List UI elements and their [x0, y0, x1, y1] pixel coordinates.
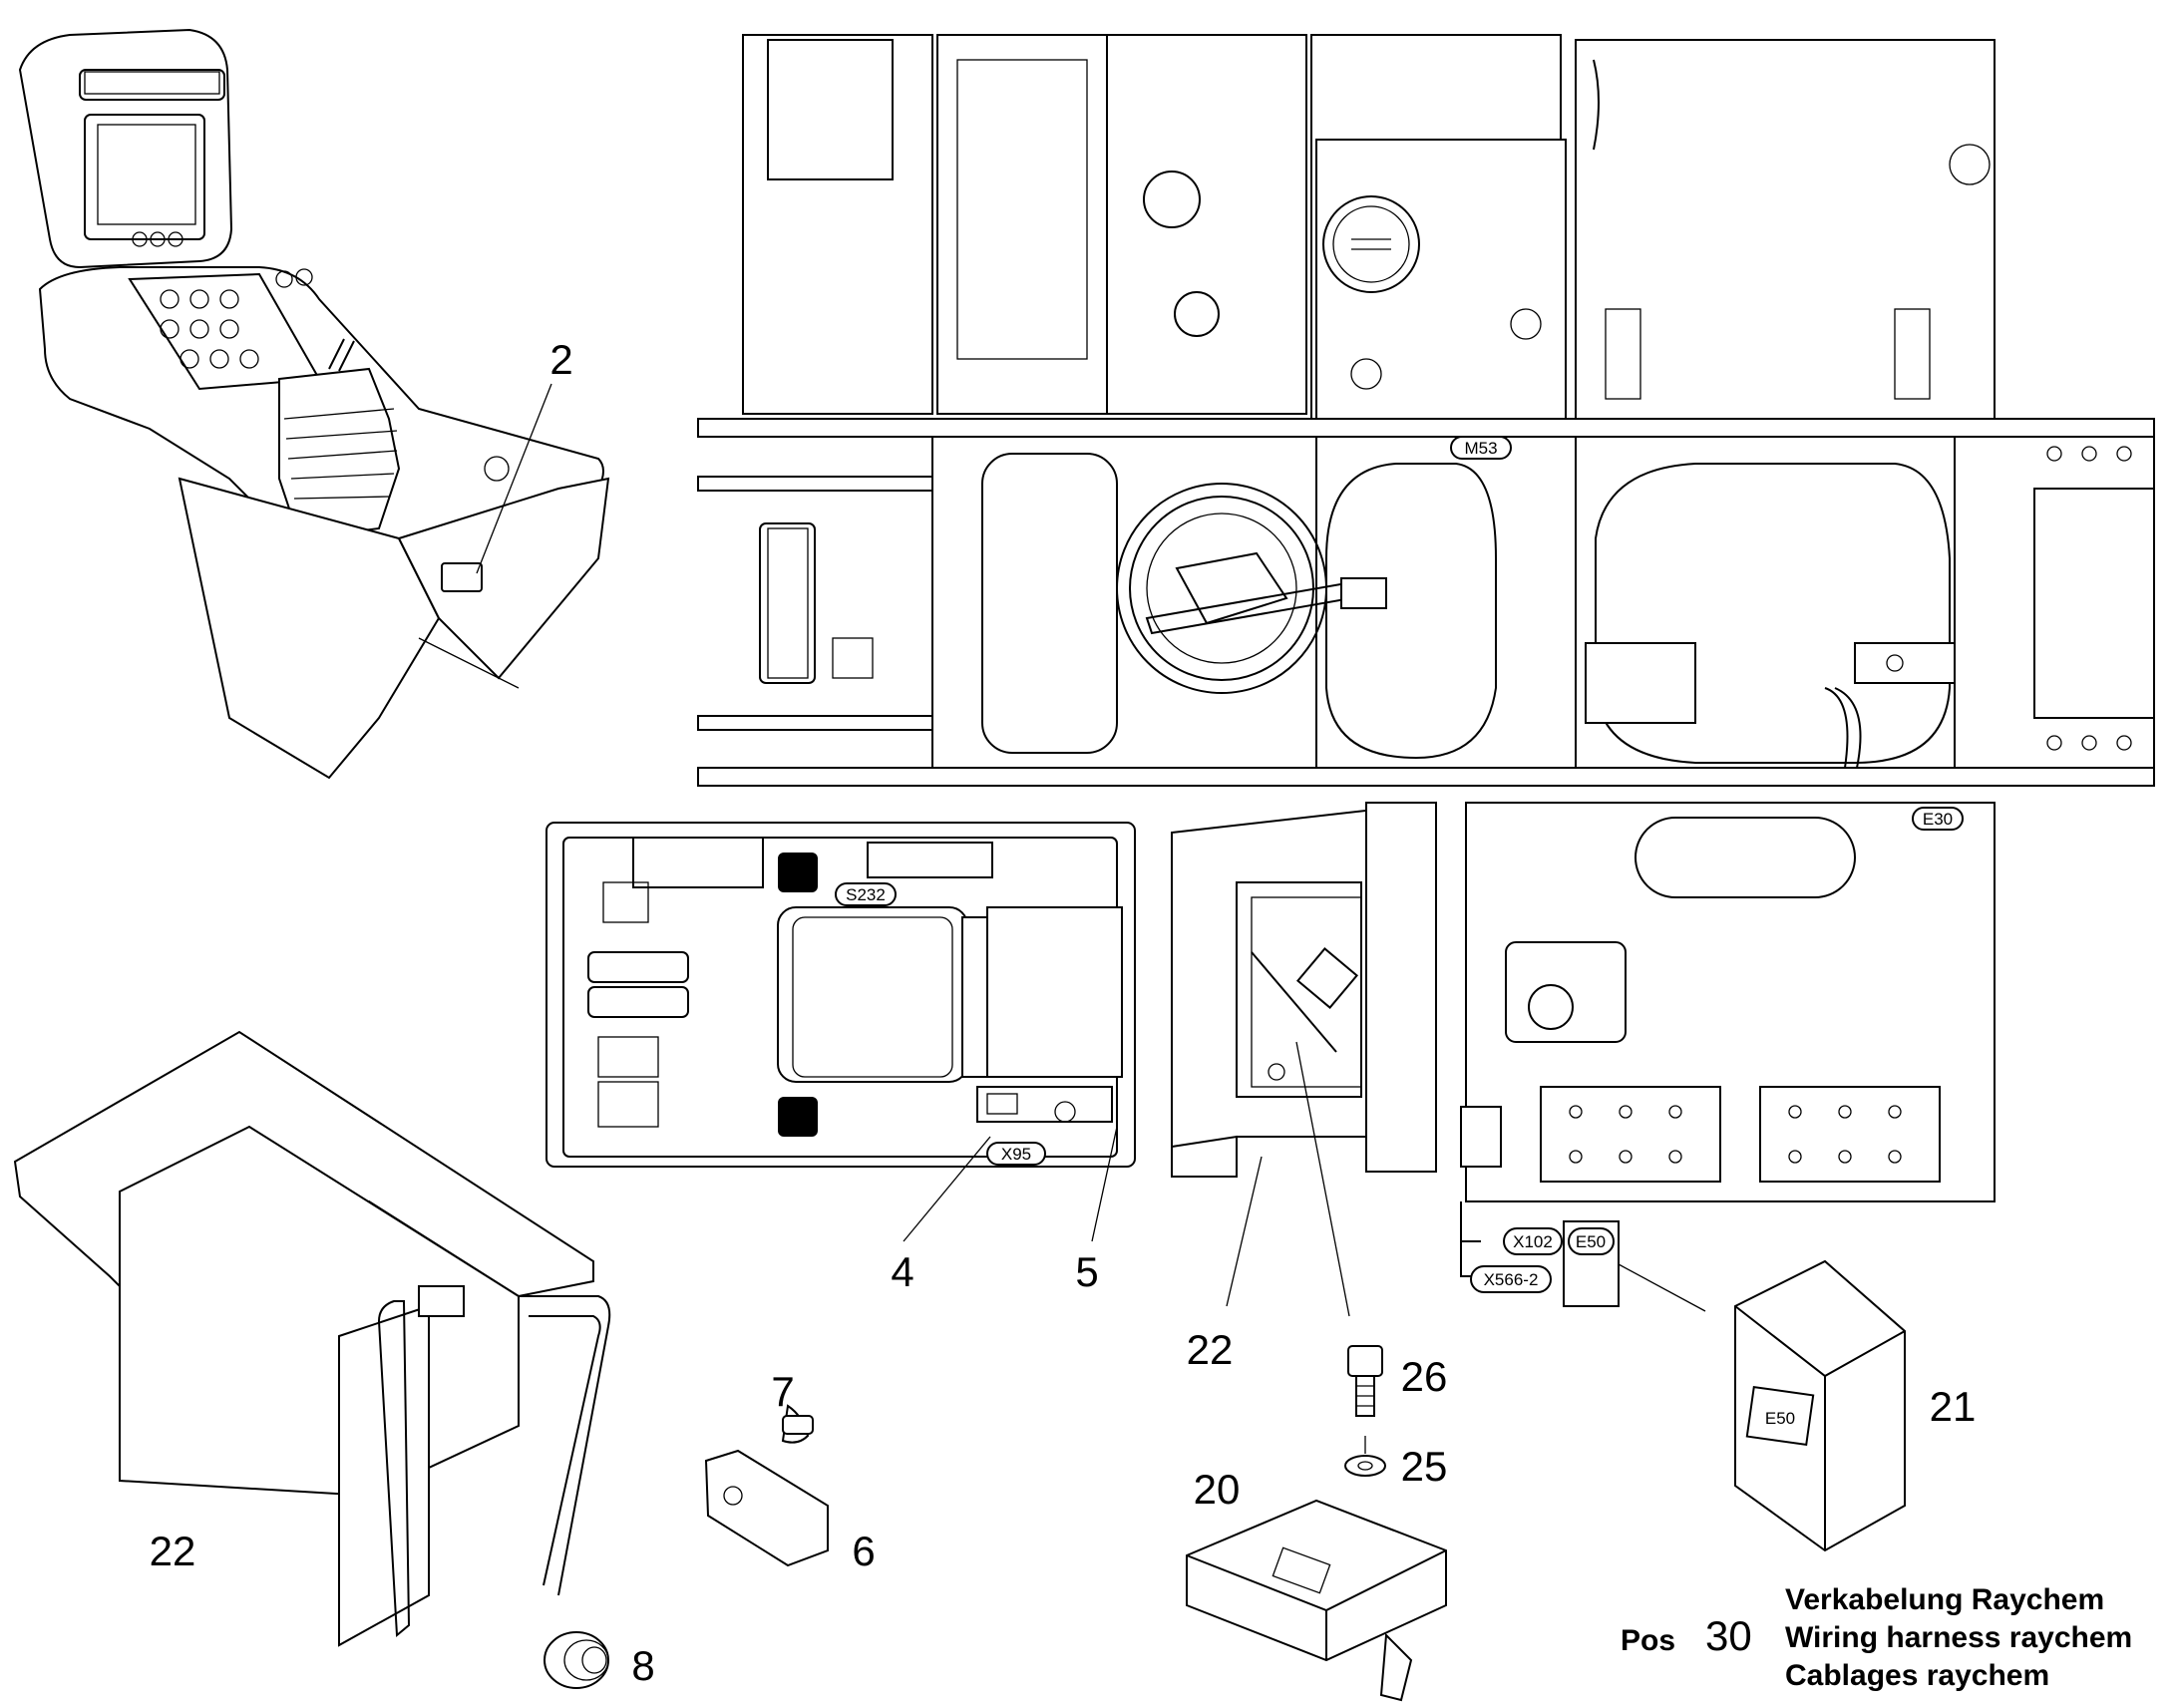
callout-5: 5: [1075, 1248, 1098, 1295]
part-26-screw: [1347, 1345, 1383, 1417]
connector-tag-e50: E50: [1576, 1232, 1606, 1251]
part-25-washer: [1344, 1455, 1386, 1477]
callout-6: 6: [852, 1528, 875, 1574]
callout-4: 4: [891, 1248, 913, 1295]
part-21-junction-box: E50: [1734, 1259, 1906, 1552]
callout-25: 25: [1401, 1443, 1448, 1490]
part-8-grommet: [544, 1631, 609, 1689]
connector-tag-e30: E30: [1923, 810, 1953, 829]
callout-8: 8: [631, 1642, 654, 1689]
callout-22-housing: 22: [150, 1528, 196, 1574]
title-en: Wiring harness raychem: [1785, 1621, 2132, 1654]
connector-tag-s232: S232: [846, 885, 886, 904]
part-22-housing: [13, 1030, 611, 1647]
callout-labels: 2 4 5 22 7 6 22 8 26 25 20 21: [150, 336, 1977, 1689]
box-label-e50: E50: [1765, 1409, 1795, 1428]
battery-panel-view: E30 X102 X566-2 E50: [1460, 802, 1996, 1312]
pos-number: 30: [1705, 1612, 1752, 1659]
chassis-top-view: M53: [697, 34, 2155, 787]
callout-20: 20: [1194, 1466, 1241, 1513]
connector-tag-x102: X102: [1513, 1232, 1553, 1251]
part-6-bracket: [704, 1449, 829, 1567]
callout-7: 7: [771, 1368, 794, 1415]
connector-tag-x566: X566-2: [1484, 1270, 1539, 1289]
connector-tag-m53: M53: [1464, 439, 1497, 458]
title-de: Verkabelung Raychem: [1785, 1583, 2104, 1616]
part-7-bolt: [781, 1404, 814, 1444]
operator-console-drawing: [18, 28, 610, 780]
callout-26: 26: [1401, 1353, 1448, 1400]
pos-label: Pos: [1621, 1624, 1675, 1657]
connector-tag-x95: X95: [1001, 1145, 1031, 1164]
callout-22-bracket: 22: [1187, 1326, 1234, 1373]
cab-floor-view: S232 X95: [545, 822, 1136, 1168]
callout-21: 21: [1930, 1383, 1977, 1430]
title-fr: Cablages raychem: [1785, 1659, 2049, 1692]
part-20-control-box: [1186, 1499, 1447, 1702]
leader-lines: [476, 383, 1366, 1454]
callout-2: 2: [549, 336, 572, 383]
central-bracket-view: [1171, 801, 1437, 1178]
title-block: Pos 30 Verkabelung Raychem Wiring harnes…: [1621, 1583, 2132, 1692]
